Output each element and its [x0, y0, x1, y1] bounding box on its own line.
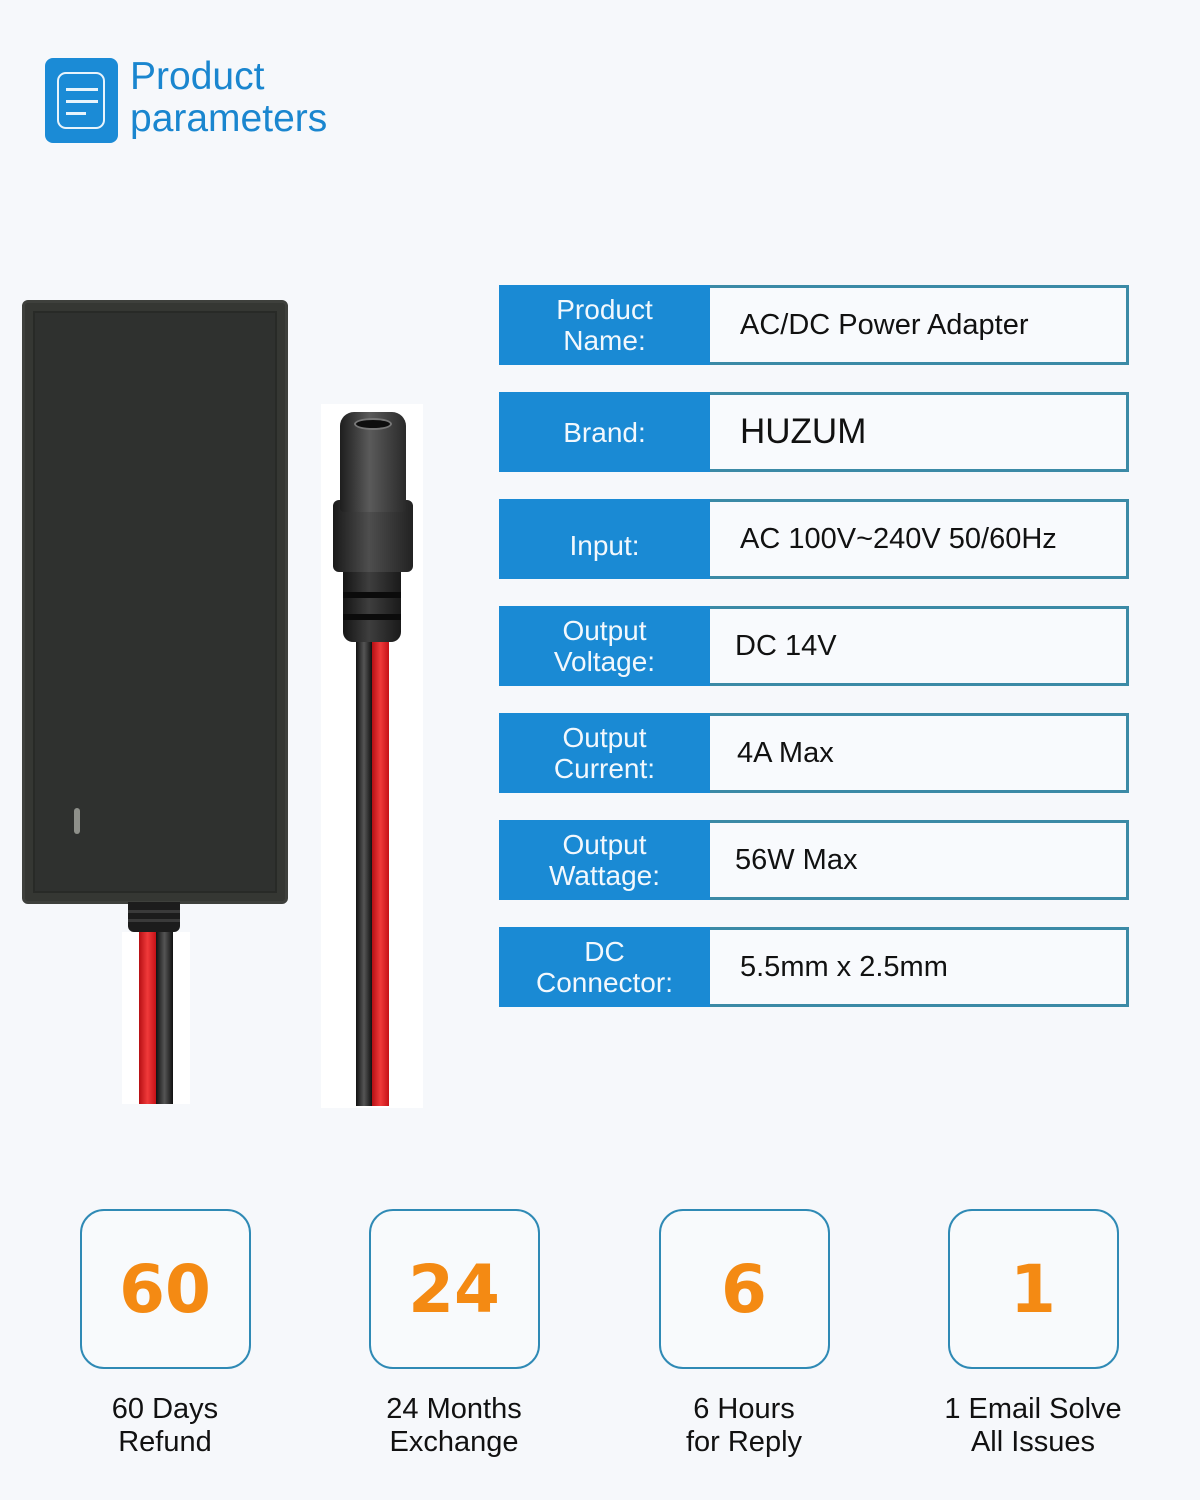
badge-caption: 6 Hours for Reply: [685, 1393, 803, 1458]
adapter-brick: [22, 300, 288, 904]
spec-label: Product Name:: [499, 285, 710, 365]
badge-exchange: 24 24 Months Exchange: [324, 1209, 584, 1459]
badge-reply: 6 6 Hours for Reply: [614, 1209, 874, 1459]
badge-caption: 24 Months Exchange: [386, 1393, 522, 1458]
badge-number: 60: [119, 1250, 211, 1328]
spec-value: 4A Max: [737, 736, 834, 769]
spec-label: DC Connector:: [499, 927, 710, 1007]
spec-value: HUZUM: [740, 412, 867, 451]
spec-row-output-voltage: Output Voltage: DC 14V: [499, 606, 1129, 686]
spec-label: Output Wattage:: [499, 820, 710, 900]
spec-row-brand: Brand: HUZUM: [499, 392, 1129, 472]
badge-refund: 60 60 Days Refund: [35, 1209, 295, 1459]
badge-box: 6: [658, 1209, 830, 1369]
badge-number: 6: [721, 1250, 767, 1328]
spec-label: Brand:: [499, 392, 710, 472]
spec-value: 5.5mm x 2.5mm: [740, 950, 948, 983]
spec-value: DC 14V: [735, 629, 837, 662]
spec-row-input: Input: AC 100V~240V 50/60Hz: [499, 499, 1129, 579]
badge-email: 1 1 Email Solve All Issues: [903, 1209, 1163, 1459]
page-header: Product parameters: [45, 55, 328, 143]
badge-box: 1: [947, 1209, 1119, 1369]
spec-table: Product Name: AC/DC Power Adapter Brand:…: [499, 285, 1129, 1034]
black-wire: [156, 932, 173, 1104]
led-indicator: [74, 808, 80, 834]
document-list-icon: [45, 58, 118, 143]
spec-row-output-wattage: Output Wattage: 56W Max: [499, 820, 1129, 900]
page-title: Product parameters: [130, 55, 328, 140]
red-wire: [139, 932, 156, 1104]
badge-caption: 60 Days Refund: [111, 1393, 219, 1458]
spec-label: Output Current:: [499, 713, 710, 793]
badge-caption: 1 Email Solve All Issues: [944, 1393, 1122, 1458]
spec-value: AC 100V~240V 50/60Hz: [740, 522, 1057, 555]
connector-collar: [333, 500, 413, 572]
black-wire: [356, 640, 372, 1106]
spec-label: Output Voltage:: [499, 606, 710, 686]
spec-value: AC/DC Power Adapter: [740, 308, 1029, 341]
dc-barrel-connector: [340, 412, 406, 512]
spec-label: Input:: [499, 499, 710, 579]
badge-box: 24: [368, 1209, 540, 1369]
connector-tail: [343, 570, 401, 642]
cable-strain-relief: [128, 902, 180, 932]
badge-number: 1: [1010, 1250, 1056, 1328]
badge-box: 60: [79, 1209, 251, 1369]
spec-row-dc-connector: DC Connector: 5.5mm x 2.5mm: [499, 927, 1129, 1007]
spec-value: 56W Max: [735, 843, 858, 876]
badge-number: 24: [408, 1250, 500, 1328]
spec-row-product-name: Product Name: AC/DC Power Adapter: [499, 285, 1129, 365]
spec-row-output-current: Output Current: 4A Max: [499, 713, 1129, 793]
red-wire: [372, 640, 389, 1106]
